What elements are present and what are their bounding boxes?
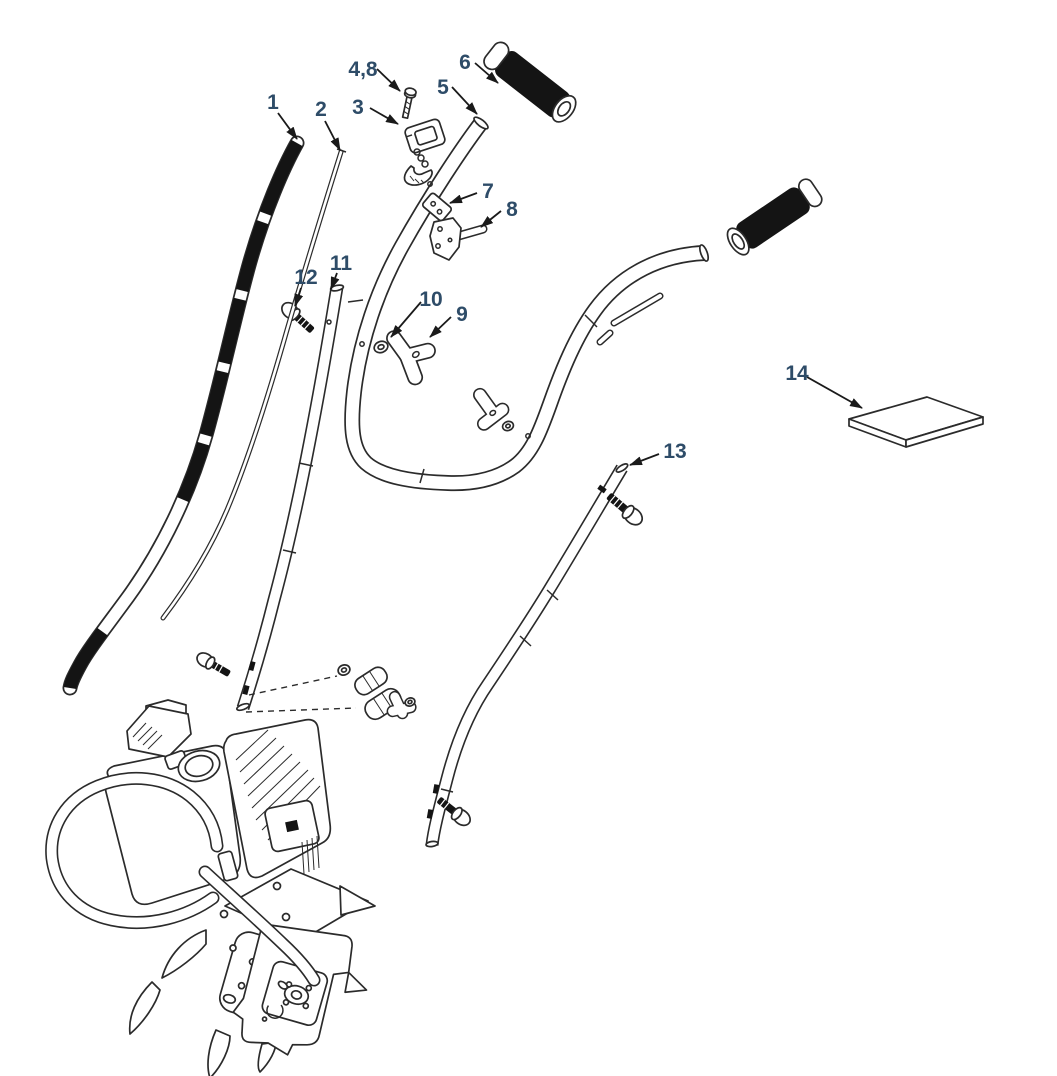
tine-blade bbox=[128, 981, 161, 1035]
screw-4-8 bbox=[401, 87, 417, 120]
handle-tube-foam-sleeve bbox=[62, 135, 305, 696]
retaining-clip bbox=[266, 1004, 284, 1019]
cable-clip-bracket bbox=[421, 192, 453, 222]
engine-mount-bolt bbox=[196, 652, 231, 677]
callout-arrow-8 bbox=[480, 210, 502, 228]
callout-arrow-9 bbox=[429, 316, 452, 338]
washer bbox=[501, 420, 515, 432]
lower-handlebar-right-tube bbox=[425, 463, 629, 848]
callout-label-14: 14 bbox=[785, 362, 809, 385]
callout-arrow-5 bbox=[451, 86, 478, 115]
callout-arrow-14 bbox=[806, 376, 863, 409]
callout-label-13: 13 bbox=[663, 440, 686, 463]
assembly-guide-line bbox=[248, 675, 338, 696]
tube-open-end bbox=[698, 244, 710, 262]
callout-label-3: 3 bbox=[352, 96, 364, 119]
callout-label-2: 2 bbox=[315, 98, 327, 121]
lower-handlebar-left-tube bbox=[235, 284, 357, 713]
callout-arrow-4-8 bbox=[376, 68, 401, 92]
cylinder-boss bbox=[177, 749, 221, 783]
engine-assembly bbox=[45, 652, 376, 1076]
wing-knob bbox=[386, 330, 436, 386]
callout-label-6: 6 bbox=[459, 51, 471, 74]
callout-label-10: 10 bbox=[419, 288, 442, 311]
handlebar-grip bbox=[483, 41, 577, 123]
tine-side-plate bbox=[232, 924, 368, 1056]
callout-label-11: 11 bbox=[330, 252, 353, 275]
handlebar-knob bbox=[473, 387, 510, 431]
carriage-bolt-upper bbox=[606, 493, 644, 526]
assembly-guide-line bbox=[245, 707, 357, 713]
deck-bolt bbox=[281, 912, 291, 922]
callout-label-12: 12 bbox=[294, 266, 317, 289]
tine-blade bbox=[161, 929, 207, 979]
throttle-lever-bracket bbox=[429, 217, 488, 261]
upper-handlebar bbox=[344, 116, 710, 492]
callout-arrow-10 bbox=[390, 301, 422, 338]
carriage-bolt-lower bbox=[437, 797, 472, 827]
bail-handle bbox=[45, 771, 321, 987]
callout-label-9: 9 bbox=[456, 303, 468, 326]
callout-label-4-8: 4,8 bbox=[348, 58, 378, 81]
handlebar-clamp-assembly bbox=[337, 664, 417, 721]
callout-label-1: 1 bbox=[267, 91, 279, 114]
muffler-guard bbox=[264, 799, 320, 853]
callout-arrow-12 bbox=[294, 287, 304, 307]
deck-bolt bbox=[219, 909, 229, 919]
callout-label-8: 8 bbox=[506, 198, 518, 221]
tine-blade bbox=[207, 1029, 231, 1076]
handlebar-grip-right bbox=[726, 178, 823, 256]
fuel-tank bbox=[104, 744, 242, 906]
tube-open-end bbox=[473, 116, 489, 130]
callout-arrow-2 bbox=[324, 120, 341, 151]
deck-bolt bbox=[272, 881, 282, 891]
throttle-control bbox=[403, 118, 446, 186]
callout-arrow-7 bbox=[449, 192, 478, 204]
clamp-knob bbox=[386, 690, 417, 720]
side-vents bbox=[301, 835, 320, 875]
callout-arrow-3 bbox=[369, 107, 399, 125]
callout-arrow-11 bbox=[330, 272, 340, 290]
callout-label-7: 7 bbox=[482, 180, 494, 203]
callout-arrow-1 bbox=[277, 112, 298, 140]
tine-blade-tip-right bbox=[339, 885, 376, 916]
callout-label-5: 5 bbox=[437, 76, 449, 99]
callout-arrow-6 bbox=[474, 62, 499, 84]
washer-10 bbox=[373, 340, 389, 354]
flat-shield-plate bbox=[848, 396, 984, 448]
callout-arrow-13 bbox=[629, 453, 660, 466]
